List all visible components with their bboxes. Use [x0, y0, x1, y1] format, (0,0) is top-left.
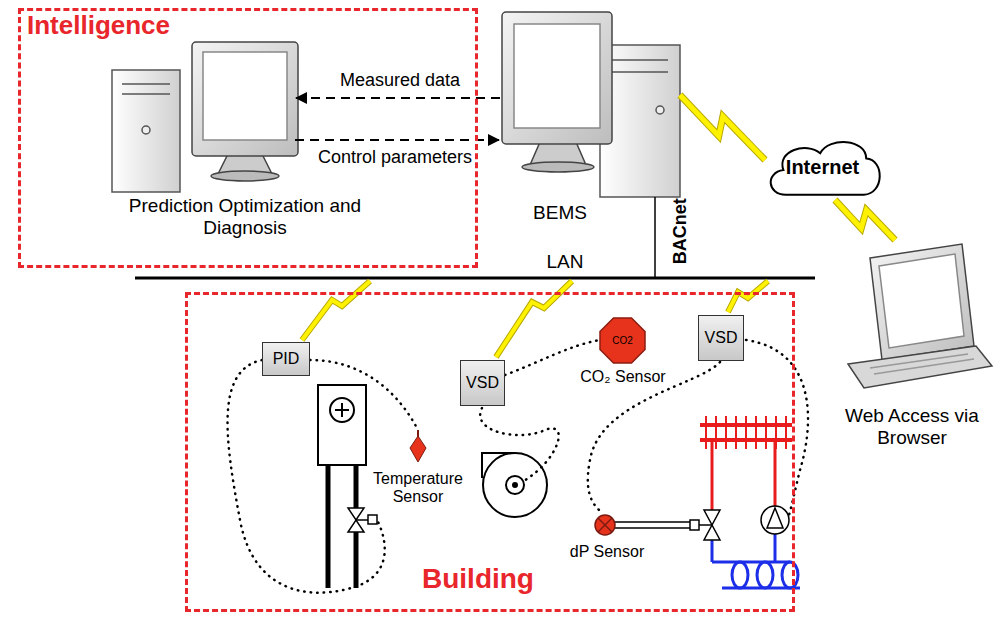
- device-label: PID: [273, 350, 300, 368]
- data-flow-arrow: [295, 97, 500, 99]
- computer-label: Prediction Optimization and Diagnosis: [115, 195, 375, 239]
- network-label: LAN: [535, 251, 595, 273]
- bolt-outline: [835, 200, 895, 240]
- sensor-label: Temperature Sensor: [366, 470, 470, 507]
- vsd-drive: VSD: [698, 315, 744, 361]
- octagon-shape: [600, 318, 645, 363]
- control-wire: [228, 340, 808, 593]
- wireless-bolt: [302, 281, 768, 357]
- temperature-sensor: [410, 430, 426, 462]
- optimization-workstation: Prediction Optimization and Diagnosis: [195, 45, 295, 157]
- region-title: Building: [358, 563, 598, 595]
- building-region: BuildingPIDVSDCO2CO₂ SensorVSD: [185, 292, 795, 612]
- bolt-outline: [680, 95, 765, 160]
- computer-monitor: [192, 42, 298, 181]
- edge-label: Control parameters: [318, 147, 472, 168]
- cloud-label: Internet: [786, 156, 859, 179]
- bems-computer: BEMS: [500, 10, 680, 200]
- cloud-shape: [765, 135, 880, 200]
- heating-coil: [318, 385, 377, 588]
- laptop: [848, 244, 992, 388]
- internet-cloud: Internet: [765, 135, 880, 200]
- web-laptop: Web Access via Browser: [850, 240, 980, 385]
- laptop-label: Web Access via Browser: [827, 405, 997, 449]
- sensor-label: CO₂ Sensor: [568, 368, 678, 386]
- bacnet-link: [654, 197, 656, 278]
- wireless-link: [835, 200, 895, 240]
- lan-bus: [135, 277, 815, 280]
- sensor-symbol-text: CO2: [612, 335, 633, 347]
- computer-tower: [112, 70, 180, 192]
- computer-label: BEMS: [515, 202, 605, 224]
- fan: [482, 453, 547, 517]
- device-label: VSD: [466, 374, 499, 392]
- data-flow-arrow: [295, 139, 500, 141]
- region-title: Intelligence: [27, 11, 247, 41]
- bems-monitor: [502, 12, 612, 172]
- edge-label: Measured data: [340, 70, 460, 91]
- co2-sensor: CO2CO₂ Sensor: [600, 318, 645, 363]
- sensor-label: dP Sensor: [562, 543, 652, 561]
- intelligence-region: IntelligencePrediction Optimization and …: [18, 8, 478, 268]
- hydronic-circuit: [690, 416, 800, 588]
- wireless-link: [680, 95, 765, 160]
- protocol-label: BACnet: [670, 191, 691, 271]
- pid-controller: PID: [262, 342, 310, 376]
- dp-sensor: [595, 515, 690, 535]
- device-label: VSD: [705, 329, 738, 347]
- vsd-drive: VSD: [460, 360, 505, 406]
